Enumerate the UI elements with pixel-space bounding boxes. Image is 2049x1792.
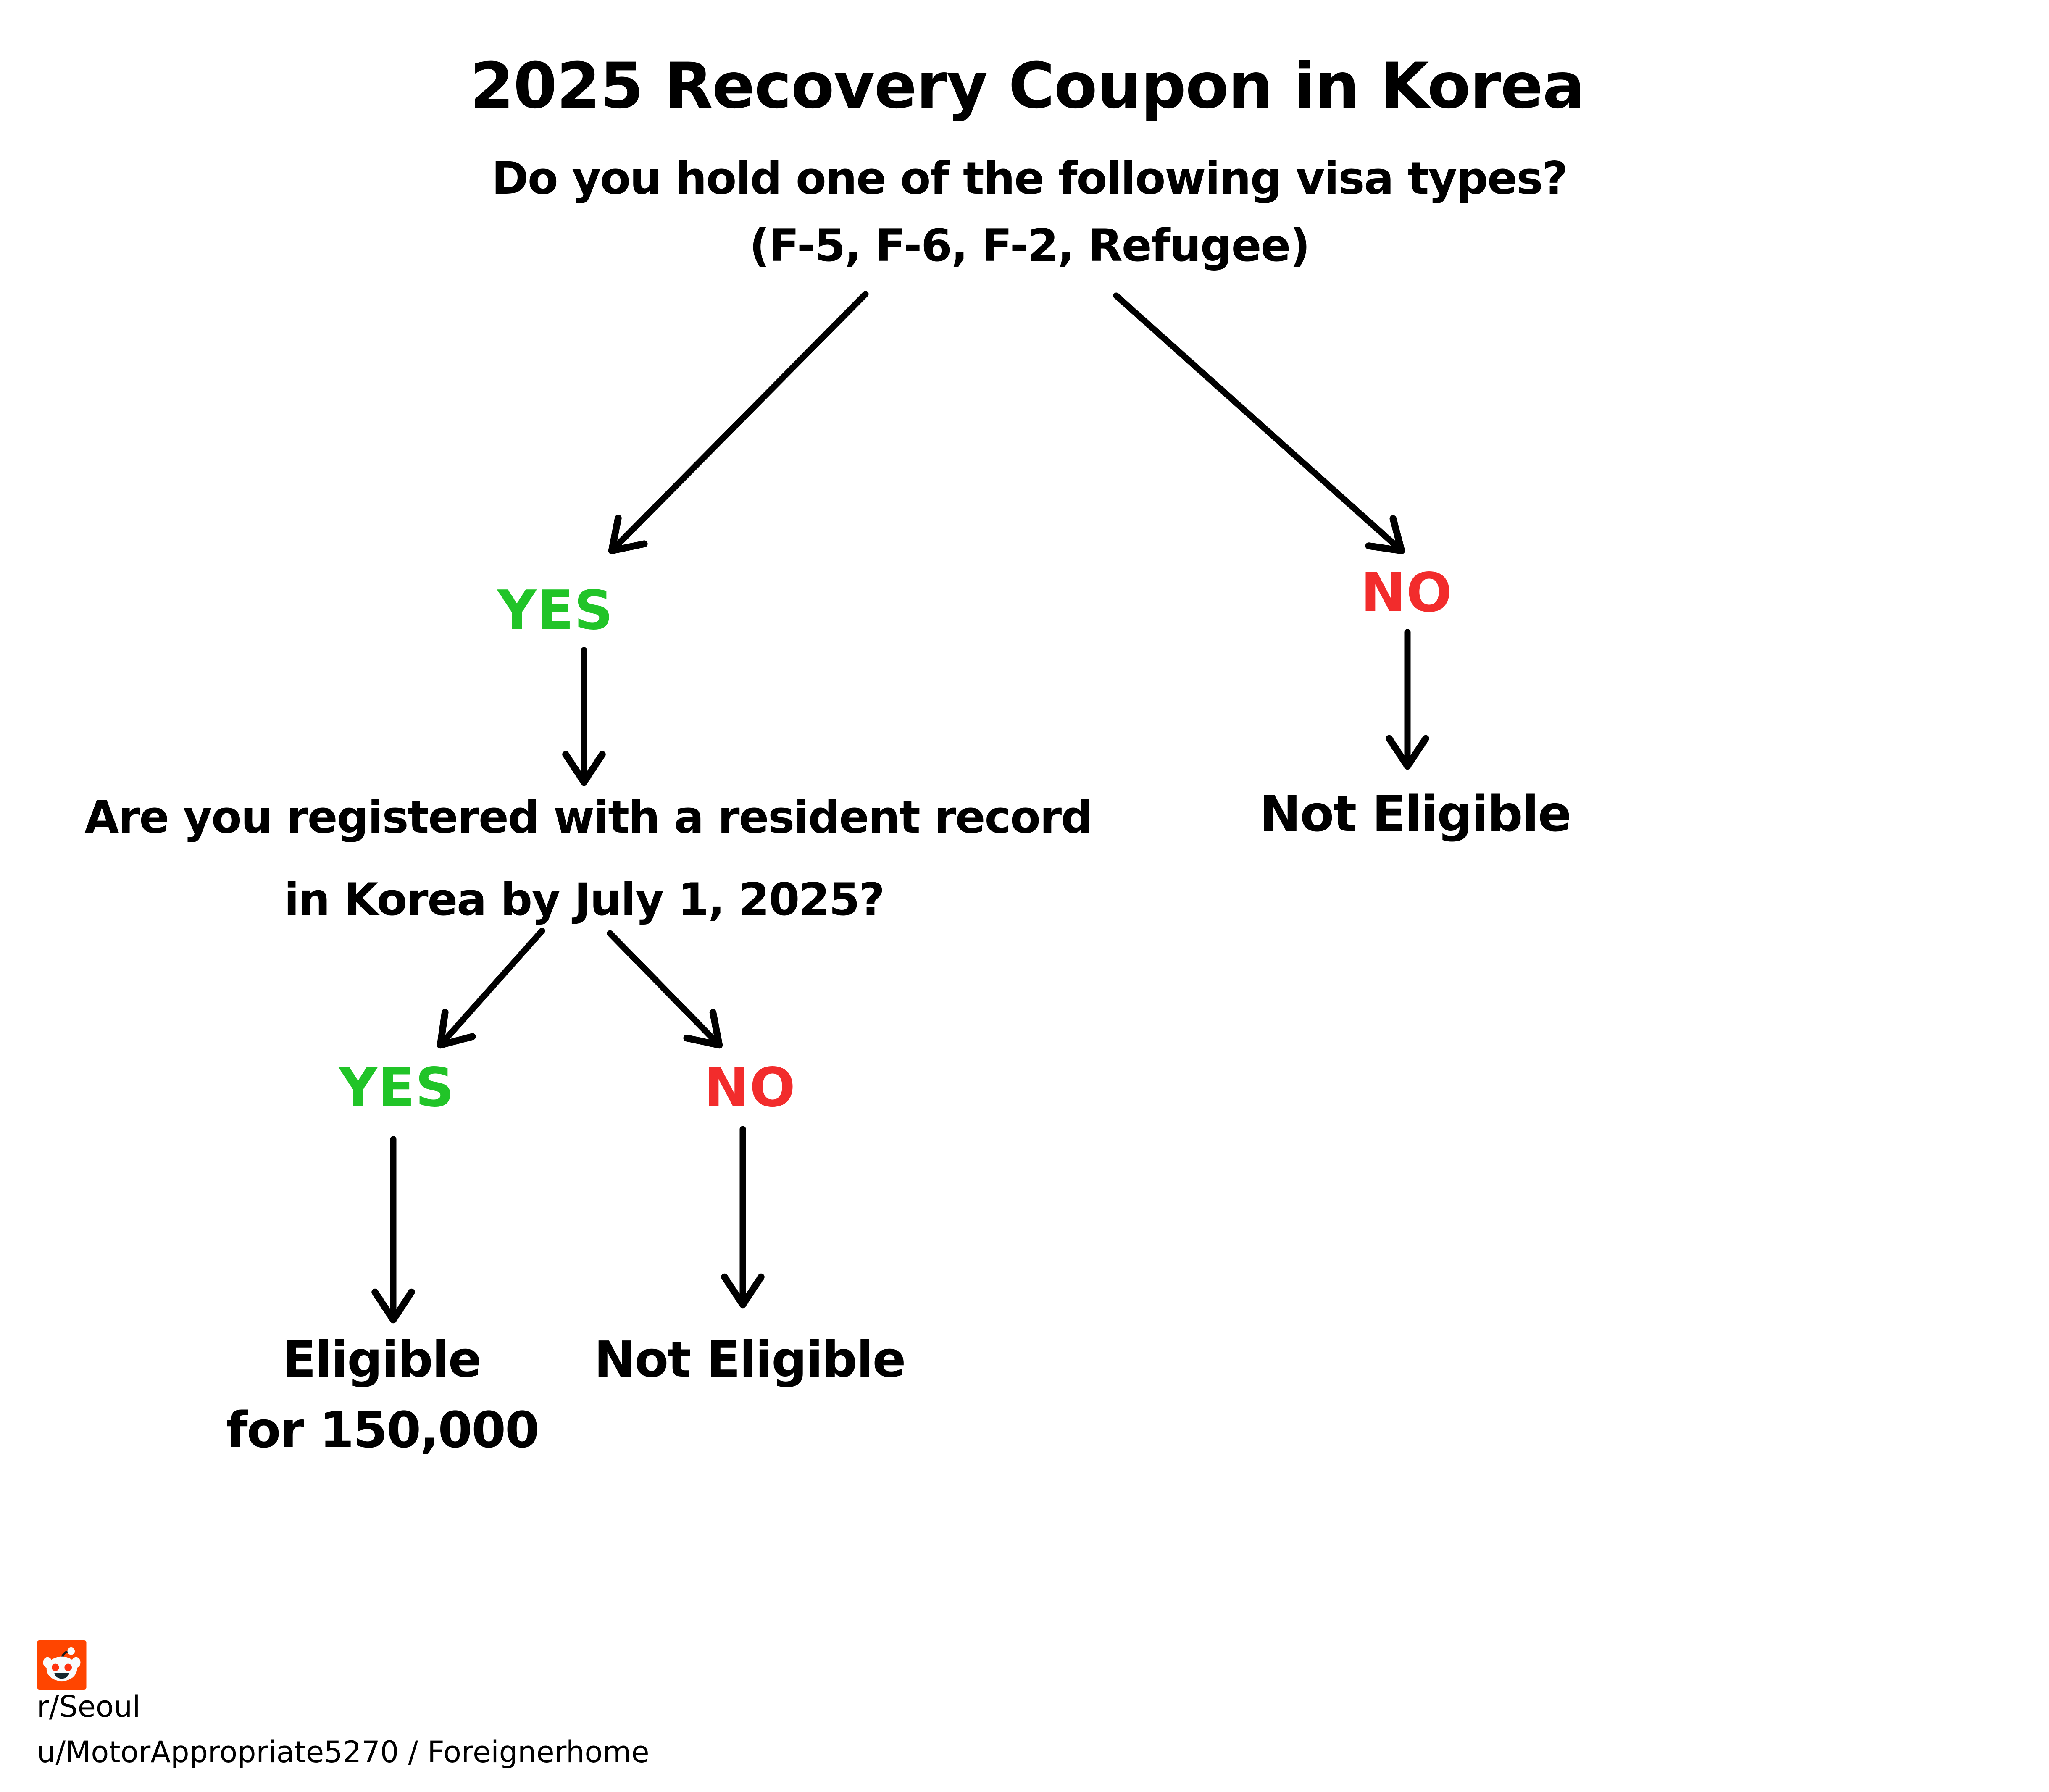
arrow-q1-to-no1 — [1113, 292, 1405, 554]
arrow-q2-to-yes2 — [437, 928, 545, 1049]
level2-no-label: NO — [704, 1056, 796, 1119]
visa-types-text: (F-5, F-6, F-2, Refugee) — [749, 220, 1310, 271]
level2-yes-result-line2: for 150,000 — [226, 1401, 539, 1459]
level2-yes-result-line1: Eligible — [282, 1330, 482, 1388]
question1-text: Do you hold one of the following visa ty… — [492, 152, 1568, 204]
level1-no-label: NO — [1360, 562, 1453, 624]
question2-line1: Are you registered with a resident recor… — [84, 791, 1093, 843]
level1-no-result: Not Eligible — [1259, 785, 1572, 843]
level1-yes-label: YES — [497, 579, 614, 642]
reddit-logo-icon — [37, 1640, 87, 1690]
page-title: 2025 Recovery Coupon in Korea — [470, 50, 1585, 123]
subreddit-label: r/Seoul — [37, 1690, 141, 1724]
arrow-q1-to-yes1 — [608, 291, 869, 554]
level2-yes-label: YES — [338, 1056, 455, 1119]
question2-line2: in Korea by July 1, 2025? — [284, 874, 885, 925]
arrow-q2-to-no2 — [607, 930, 723, 1049]
credit-label: u/MotorAppropriate5270 / Foreignerhome — [37, 1735, 650, 1769]
level2-no-result: Not Eligible — [594, 1330, 906, 1388]
